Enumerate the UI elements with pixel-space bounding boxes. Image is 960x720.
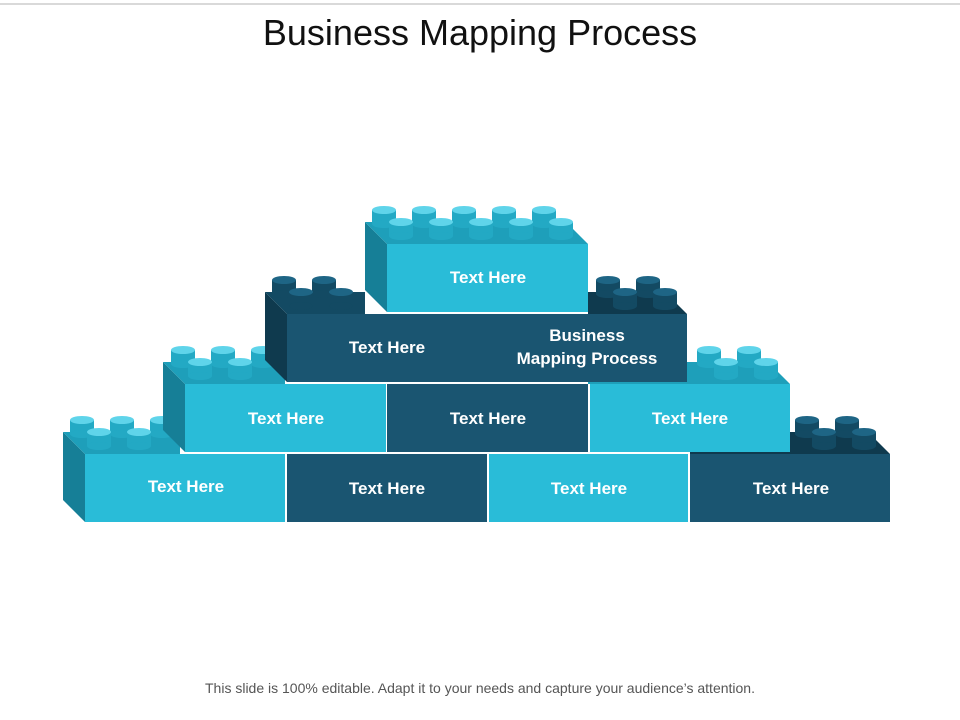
slide-footer: This slide is 100% editable. Adapt it to… <box>205 680 755 696</box>
brick-row2-right-top <box>588 276 687 314</box>
brick-studs <box>795 416 876 450</box>
brick-top-label: Text Here <box>450 268 526 287</box>
slide-title: Business Mapping Process <box>262 12 698 53</box>
brick-row4-2-label: Text Here <box>349 479 425 498</box>
brick-studs <box>697 346 778 380</box>
top-rule <box>0 3 960 5</box>
brick-row2-right-label-line2: Mapping Process <box>517 349 658 368</box>
brick-row4-1-label: Text Here <box>148 477 224 496</box>
brick-row2-right <box>488 314 687 382</box>
brick-studs <box>372 206 573 240</box>
brick-row2-right-label-line1: Business <box>549 326 625 345</box>
brick-row4-3 <box>489 454 688 522</box>
brick-top <box>387 244 588 312</box>
brick-studs <box>596 276 677 310</box>
brick-studs <box>171 346 275 380</box>
brick-row3-right-label: Text Here <box>652 409 728 428</box>
brick-row3-left-back <box>163 346 285 452</box>
brick-row2-left-back <box>265 276 365 382</box>
brick-top-back <box>365 206 588 312</box>
brick-row4-left-back <box>63 416 180 522</box>
brick-row2-left <box>287 314 488 382</box>
brick-row3-left-label: Text Here <box>248 409 324 428</box>
brick-row3-center-label: Text Here <box>450 409 526 428</box>
brick-studs <box>272 276 353 310</box>
brick-row2-left-label: Text Here <box>349 338 425 357</box>
brick-row4-4 <box>690 454 890 522</box>
brick-row4-3-label: Text Here <box>551 479 627 498</box>
brick-row4-1 <box>85 454 285 522</box>
brick-row3-left <box>185 384 386 452</box>
brick-row3-center <box>387 384 588 452</box>
brick-row3-right <box>590 384 790 452</box>
brick-row4-2 <box>287 454 487 522</box>
brick-row4-4-label: Text Here <box>753 479 829 498</box>
